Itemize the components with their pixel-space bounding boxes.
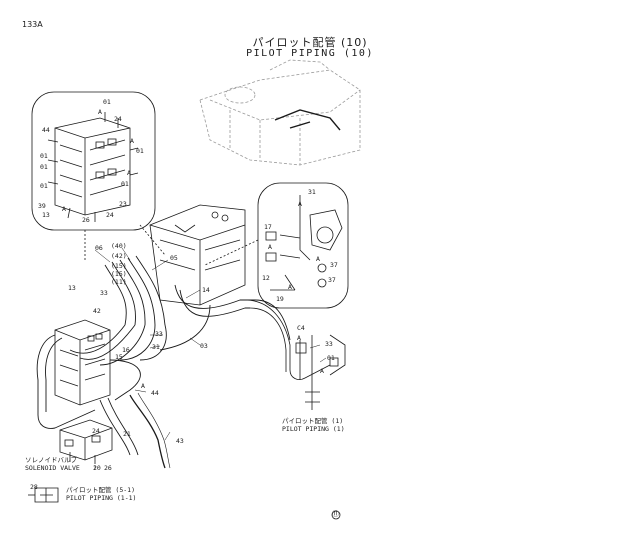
part-label-a4: A [62, 205, 66, 213]
main-valve-block [54, 319, 111, 406]
part-label-43: 43 [176, 437, 184, 445]
pilot-piping-1-lines [244, 299, 346, 410]
part-label-01-f: 01 [40, 182, 48, 190]
part-label-01-e: 01 [121, 180, 129, 188]
pilot-piping-1-label-jp: パイロット配管 (1) [282, 417, 344, 425]
footer-circle-mark [331, 510, 341, 520]
solenoid-valve-label-en: SOLENOID VALVE [25, 464, 80, 472]
part-label-37: 37 [330, 261, 338, 269]
right-inset-components [265, 195, 343, 291]
part-label-11: (11) [111, 278, 127, 286]
part-label-31: 31 [308, 188, 316, 196]
pilot-piping-5-1-label-jp: パイロット配管 (5-1) [66, 486, 135, 494]
part-label-24: 24 [114, 115, 122, 123]
part-label-33b: 33 [155, 330, 163, 338]
part-label-39: 39 [38, 202, 46, 210]
solenoid-valve [59, 419, 113, 464]
part-label-01-d: 01 [40, 163, 48, 171]
part-label-15-main: 15 [115, 353, 123, 361]
part-label-44: 44 [42, 126, 50, 134]
part-label-19: 19 [276, 295, 284, 303]
part-label-06: 06 [95, 244, 103, 252]
part-label-24b: 24 [106, 211, 114, 219]
part-label-ra2: A [268, 243, 272, 251]
part-label-23: 23 [119, 200, 127, 208]
pilot-piping-1-1-label-en: PILOT PIPING (1-1) [66, 494, 137, 502]
part-label-15a: (15) [111, 262, 127, 270]
part-label-33-right: 33 [325, 340, 333, 348]
part-label-a-right: A [297, 334, 301, 342]
part-label-a: A [98, 108, 102, 116]
part-label-ra: A [298, 200, 302, 208]
solenoid-valve-label-jp: ソレノイドバルブ [25, 456, 77, 464]
part-label-44-main: 44 [151, 389, 159, 397]
bottom-inset-part [28, 487, 59, 503]
main-frame [149, 204, 246, 306]
part-label-01-b: 01 [136, 147, 144, 155]
part-label-20: 20 [93, 464, 101, 472]
machine-outline [199, 59, 361, 166]
part-label-01-c: 01 [40, 152, 48, 160]
main-pipe-bundle [69, 255, 291, 366]
part-label-ra4: A [288, 283, 292, 291]
left-inset-frame [31, 91, 156, 231]
part-label-01-right: 01 [327, 354, 335, 362]
part-label-01-a: 01 [103, 98, 111, 106]
part-label-ra3: A [316, 255, 320, 263]
part-label-14: 14 [202, 286, 210, 294]
part-label-42: (42) [111, 252, 127, 260]
part-label-28: 28 [30, 483, 38, 491]
return-lines [36, 334, 141, 456]
footer-mark: ⑪ [332, 510, 339, 518]
part-label-a-mid: A [141, 382, 145, 390]
part-label-31-main: 31 [152, 343, 160, 351]
right-inset-frame [257, 182, 349, 309]
part-label-21: 21 [123, 430, 131, 438]
part-label-33a: 33 [100, 289, 108, 297]
part-label-13-main: 13 [68, 284, 76, 292]
part-label-26-main: 26 [104, 464, 112, 472]
part-label-a-right2: A [320, 367, 324, 375]
part-label-c4: C4 [297, 324, 305, 332]
part-label-24-main: 24 [92, 427, 100, 435]
pilot-piping-1-label-en: PILOT PIPING (1) [282, 425, 345, 433]
part-label-15b: (15) [111, 270, 127, 278]
part-label-16: 16 [122, 346, 130, 354]
part-label-03: 03 [200, 342, 208, 350]
part-label-26: 26 [82, 216, 90, 224]
page-id: 133A [22, 20, 43, 29]
part-label-40: (40) [111, 242, 127, 250]
part-label-a2: A [130, 137, 134, 145]
part-label-13: 13 [42, 211, 50, 219]
part-label-37b: 37 [328, 276, 336, 284]
part-label-05: 05 [170, 254, 178, 262]
title-english: PILOT PIPING (10) [246, 48, 374, 59]
part-label-42-main: 42 [93, 307, 101, 315]
left-inset-valve-block [47, 112, 139, 222]
part-label-12: 12 [262, 274, 270, 282]
part-label-a3: A [127, 169, 131, 177]
part-label-17: 17 [264, 223, 272, 231]
title-japanese: パイロット配管 (10) [252, 36, 368, 49]
